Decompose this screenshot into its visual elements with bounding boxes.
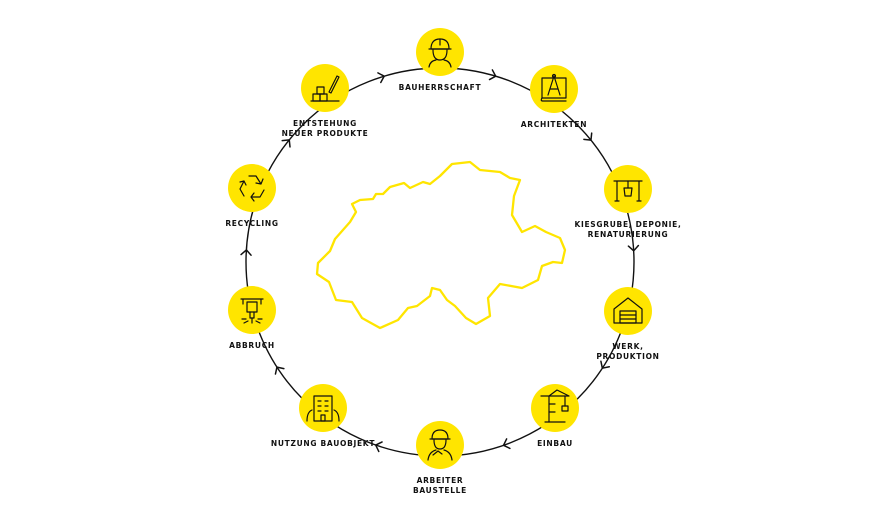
- cycle-nodes: [228, 28, 652, 469]
- node-label-line: NUTZUNG BAUOBJEKT: [270, 439, 376, 448]
- node-label-einbau: EINBAU: [480, 439, 630, 449]
- cycle-arrow-icon: [488, 69, 497, 81]
- cycle-arrow-icon: [377, 72, 385, 84]
- node-circle: [416, 421, 464, 469]
- node-label-line: BAUSTELLE: [412, 486, 467, 495]
- node-label-recycling: RECYCLING: [177, 219, 327, 229]
- node-circle: [228, 286, 276, 334]
- node-label-line: RECYCLING: [225, 219, 279, 228]
- node-label-line: ARCHITEKTEN: [520, 120, 588, 129]
- cycle-arrow-icon: [502, 438, 511, 450]
- node-label-line: ENTSTEHUNG: [293, 119, 357, 128]
- node-label-line: NEUER PRODUKTE: [281, 129, 369, 138]
- node-architekten: [530, 65, 578, 113]
- node-circle: [301, 64, 349, 112]
- cycle-arrows: [240, 69, 640, 453]
- node-label-line: WERK,: [612, 342, 644, 351]
- node-label-werk: WERK,PRODUKTION: [553, 342, 703, 362]
- node-label-line: EINBAU: [537, 439, 573, 448]
- node-abbruch: [228, 286, 276, 334]
- node-label-line: KIESGRUBE, DEPONIE,: [574, 220, 682, 229]
- new-products-icon: [310, 75, 340, 102]
- node-label-line: ABBRUCH: [229, 341, 275, 350]
- cycle-arrow-icon: [274, 366, 285, 375]
- node-circle: [299, 384, 347, 432]
- cycle-arrow-icon: [240, 249, 252, 256]
- switzerland-map-outline-icon: [315, 160, 567, 330]
- building-icon: [306, 395, 340, 422]
- node-label-abbruch: ABBRUCH: [177, 341, 327, 351]
- jackhammer-icon: [240, 298, 264, 324]
- node-label-line: PRODUKTION: [596, 352, 660, 361]
- node-werk: [604, 287, 652, 335]
- gravel-pit-crane-icon: [613, 180, 643, 202]
- node-label-architekten: ARCHITEKTEN: [479, 120, 629, 130]
- node-einbau: [531, 384, 579, 432]
- node-entstehung: [301, 64, 349, 112]
- node-label-nutzung: NUTZUNG BAUOBJEKT: [248, 439, 398, 449]
- worker-helmet-icon: [428, 38, 452, 68]
- recycling-icon: [239, 175, 265, 202]
- construction-crane-icon: [540, 389, 570, 423]
- node-label-line: BAUHERRSCHAFT: [398, 83, 482, 92]
- blueprint-compass-icon: [540, 73, 567, 102]
- node-bauherrschaft: [416, 28, 464, 76]
- node-kiesgrube: [604, 165, 652, 213]
- cycle-arrow-icon: [627, 244, 640, 252]
- node-nutzung: [299, 384, 347, 432]
- node-label-kiesgrube: KIESGRUBE, DEPONIE,RENATURIERUNG: [553, 220, 703, 240]
- factory-hall-icon: [613, 297, 643, 324]
- node-label-line: RENATURIERUNG: [587, 230, 669, 239]
- node-label-line: ARBEITER: [416, 476, 464, 485]
- node-circle: [416, 28, 464, 76]
- cycle-arrow-icon: [600, 360, 611, 369]
- cycle-arrow-icon: [374, 441, 383, 453]
- node-circle: [228, 164, 276, 212]
- node-recycling: [228, 164, 276, 212]
- node-label-bauherrschaft: BAUHERRSCHAFT: [365, 83, 515, 93]
- cycle-arrow-icon: [583, 132, 593, 141]
- cycle-arrow-icon: [281, 139, 291, 148]
- construction-worker-icon: [427, 429, 453, 461]
- node-circle: [604, 165, 652, 213]
- node-arbeiter: [416, 421, 464, 469]
